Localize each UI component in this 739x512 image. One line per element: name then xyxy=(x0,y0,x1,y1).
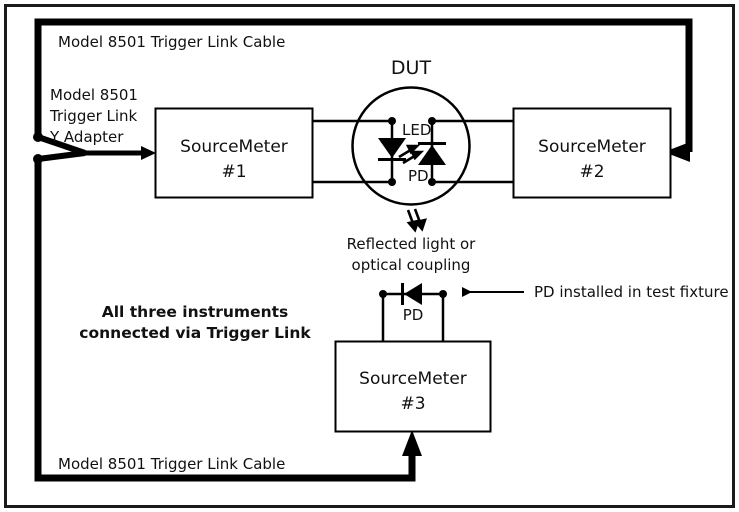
pd-dut-label: PD xyxy=(408,167,429,185)
pd-dut-bottom-dot-icon xyxy=(428,178,436,186)
led-label: LED xyxy=(402,121,431,139)
instrument-box-sourcemeter-1[interactable]: SourceMeter #1 xyxy=(154,107,314,199)
trigger-link-cable-top xyxy=(34,18,693,162)
trigger-link-note-line1: All three instruments xyxy=(102,303,289,321)
led-diode-icon xyxy=(378,117,406,186)
trigger-link-note-line2: connected via Trigger Link xyxy=(79,324,311,342)
arrowhead-icon-sm2 xyxy=(664,142,690,162)
dut-circle xyxy=(351,86,471,206)
pd-fixture-right-dot-icon xyxy=(439,290,447,298)
arrowhead-icon-sm1 xyxy=(141,146,156,160)
sourcemeter-3-label-line1: SourceMeter xyxy=(359,369,467,389)
pd-fixture-label: PD xyxy=(403,306,424,324)
y-adapter-label-line3: Y Adapter xyxy=(49,128,124,146)
y-adapter-label-line1: Model 8501 xyxy=(50,86,138,104)
junction-dot-icon-lower xyxy=(33,154,43,164)
pd-annotation-label: PD installed in test fixture xyxy=(534,283,729,301)
reflected-light-arrows-icon xyxy=(406,208,427,233)
dut-label: DUT xyxy=(391,57,432,79)
light-emission-arrows-icon xyxy=(398,144,425,165)
reflected-light-label-line2: optical coupling xyxy=(352,256,471,274)
photodiode-icon-fixture xyxy=(379,283,447,342)
junction-dot-icon-upper xyxy=(33,132,43,142)
outer-border xyxy=(4,4,735,508)
dut-signal-wires xyxy=(312,119,514,184)
sourcemeter-2-label-line1: SourceMeter xyxy=(538,137,646,157)
sourcemeter-2-label-line2: #2 xyxy=(579,162,604,182)
trigger-link-y-adapter xyxy=(33,132,156,164)
top-cable-label: Model 8501 Trigger Link Cable xyxy=(58,33,285,51)
photodiode-icon-dut xyxy=(418,117,446,186)
arrowhead-icon-sm3 xyxy=(402,430,422,456)
instrument-box-sourcemeter-2[interactable]: SourceMeter #2 xyxy=(512,107,672,199)
sourcemeter-1-label-line2: #1 xyxy=(221,162,246,182)
reflected-light-label-line1: Reflected light or xyxy=(347,235,476,253)
instrument-box-sourcemeter-3[interactable]: SourceMeter #3 xyxy=(334,340,492,433)
trigger-link-cable-bottom xyxy=(34,159,422,482)
y-adapter-label-line2: Trigger Link xyxy=(49,107,138,125)
led-cathode-dot-icon xyxy=(388,178,396,186)
sourcemeter-3-label-line2: #3 xyxy=(400,394,425,414)
pd-fixture-left-dot-icon xyxy=(379,290,387,298)
sourcemeter-1-label-line1: SourceMeter xyxy=(180,137,288,157)
pd-dut-top-dot-icon xyxy=(428,117,436,125)
led-anode-dot-icon xyxy=(388,117,396,125)
bottom-cable-label: Model 8501 Trigger Link Cable xyxy=(58,455,285,473)
